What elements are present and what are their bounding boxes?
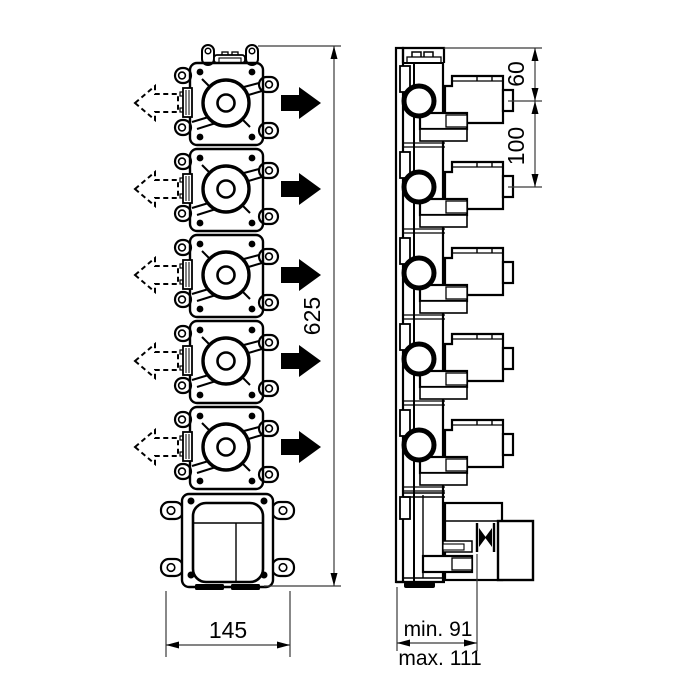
dim-label-port-spacing: 100 <box>503 127 529 165</box>
mixer-block-side <box>396 492 535 588</box>
dim-label-depth-max: max. 111 <box>398 647 481 670</box>
dim-arrow-icon <box>464 639 477 647</box>
dim-arrow-icon <box>397 639 410 647</box>
dim-arrow-icon <box>531 101 539 114</box>
screw <box>187 497 195 505</box>
tab-hole <box>204 47 212 55</box>
dim-arrow-icon <box>166 641 179 649</box>
foot <box>195 584 224 590</box>
dim-arrow-icon <box>531 88 539 101</box>
dim-arrow-icon <box>277 641 290 649</box>
dim-label-total-width: 145 <box>209 617 247 643</box>
valve-module-5 <box>400 410 513 491</box>
valve-module-1 <box>400 66 513 147</box>
dim-arrow-icon <box>531 48 539 61</box>
dim-arrow-icon <box>330 46 338 59</box>
dimension-depth: min. 91 max. 111 <box>396 554 482 670</box>
flange-tab <box>399 496 411 520</box>
tab-hole <box>248 47 256 55</box>
dimension-top-offset: 60 <box>444 47 542 102</box>
foot <box>404 582 435 588</box>
ear-hole <box>166 505 176 516</box>
foot <box>231 584 260 590</box>
dim-label-total-height: 625 <box>299 297 325 335</box>
ear-hole <box>278 505 288 516</box>
ear-hole <box>278 562 288 573</box>
mixer-module <box>159 492 296 590</box>
valve-module-4 <box>400 324 513 405</box>
valve-module-3 <box>133 233 323 319</box>
valve-module-2 <box>400 152 513 233</box>
mixer-cartridge <box>496 519 535 582</box>
dim-arrow-icon <box>531 174 539 187</box>
valve-symbol-icon <box>485 528 492 547</box>
ear-hole <box>166 562 176 573</box>
screw <box>260 497 268 505</box>
valve-symbol-icon <box>479 528 486 547</box>
dimension-port-spacing: 100 <box>503 101 542 188</box>
dimension-total-width: 145 <box>165 591 291 657</box>
dim-label-top-offset: 60 <box>503 61 529 87</box>
dim-label-depth-min: min. 91 <box>404 618 473 641</box>
valve-module-5 <box>133 405 323 491</box>
valve-module-1 <box>133 61 323 147</box>
dimension-total-height: 625 <box>258 45 341 587</box>
valve-module-3 <box>400 238 513 319</box>
side-module-stack <box>400 66 513 491</box>
front-view <box>133 44 323 590</box>
valve-module-2 <box>133 147 323 233</box>
side-view <box>394 46 535 588</box>
front-module-stack <box>133 61 323 491</box>
dim-arrow-icon <box>330 573 338 586</box>
valve-module-4 <box>133 319 323 405</box>
mixer-housing <box>191 501 265 584</box>
